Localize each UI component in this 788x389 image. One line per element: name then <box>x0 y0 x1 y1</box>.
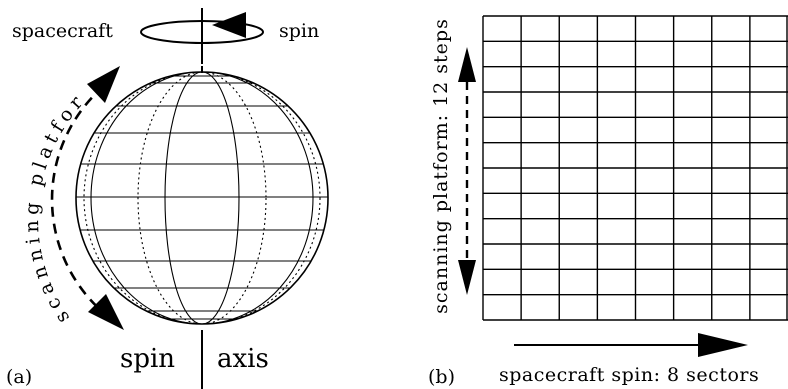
y-caption: scanning platform: 12 steps <box>430 18 452 314</box>
sphere-outline <box>75 71 329 325</box>
meridian-front-inner <box>164 71 240 325</box>
scanning-platform-arc-label: scanning platform <box>0 0 90 327</box>
scan-sphere <box>75 71 329 325</box>
scanning-arc-arrowhead-top <box>87 66 120 103</box>
panel-a: spacecraft spin <box>0 0 329 389</box>
platform-steps-arrowhead-up <box>458 47 476 82</box>
scanning-arc <box>50 85 111 320</box>
spin-rotation-ellipse <box>140 20 264 44</box>
spin-label: spin <box>279 20 319 42</box>
spin-sectors-arrowhead <box>698 333 748 357</box>
axis-label: axis <box>217 344 269 374</box>
platform-steps-arrowhead-down <box>458 260 476 295</box>
spacecraft-label: spacecraft <box>12 20 113 42</box>
meridian-front-outer <box>90 71 314 325</box>
meridian-back-inner <box>137 71 267 325</box>
x-caption: spacecraft spin: 8 sectors <box>499 364 759 386</box>
meridian-back-outer <box>83 71 321 325</box>
scan-grid <box>482 15 788 321</box>
axis-spin-label: spin <box>120 344 175 374</box>
panel-b-label: (b) <box>428 366 455 388</box>
panel-b: scanning platform: 12 steps spacecraft s… <box>428 15 788 388</box>
scanning-arc-arrowhead-bottom <box>88 294 124 330</box>
spin-rotation-arrowhead <box>212 12 246 38</box>
panel-a-label: (a) <box>6 366 32 388</box>
